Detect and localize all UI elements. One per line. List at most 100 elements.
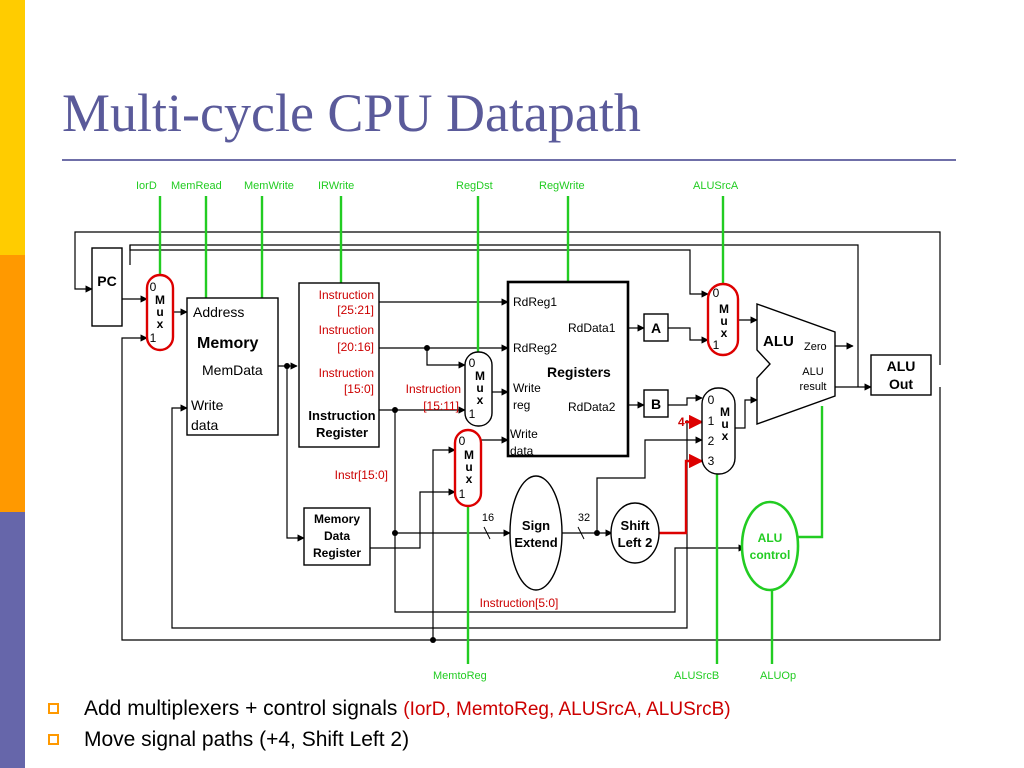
alusrcb-mux-body [701, 387, 736, 475]
register-a: A [643, 313, 669, 342]
aluout-box [870, 354, 932, 396]
aluout-register: ALU Out [870, 354, 932, 396]
register-b-box [643, 389, 669, 418]
alu-shape [756, 303, 836, 425]
writedata-port: Write [510, 427, 538, 441]
writereg-port: Write [513, 381, 541, 395]
memory-memdata-port: MemData [202, 362, 263, 378]
control-label-aluop: ALUOp [760, 670, 796, 682]
ir-title-line1: Instruction [308, 408, 375, 423]
shift-left-shape [610, 502, 660, 564]
instr-15-0-label: Instr[15:0] [335, 468, 388, 482]
side-bar-yellow [0, 0, 25, 255]
mux-letter: u [156, 305, 163, 319]
control-label-memtoreg: MemtoReg [433, 670, 487, 682]
side-bar-purple [0, 512, 25, 768]
mux-letter: u [465, 460, 472, 474]
mdr-line1: Memory [314, 512, 360, 526]
mux-letter: M [464, 448, 474, 462]
pc-box [91, 247, 123, 327]
rdreg2-port: RdReg2 [513, 341, 557, 355]
bus-width-ticks [483, 526, 585, 540]
bullet-text: Add multiplexers + control signals [84, 697, 404, 720]
ir-field-bits: [25:21] [337, 303, 374, 317]
register-a-label: A [651, 320, 661, 336]
wire-b-to-mem-writedata [171, 404, 688, 629]
memory-box [186, 297, 279, 436]
pc-register: PC [91, 247, 123, 327]
ir-title-line2: Register [316, 425, 368, 440]
register-file: RdReg1 RdData1 RdReg2 Registers Write re… [506, 280, 630, 458]
memory-unit: Address Memory MemData Write data [186, 297, 279, 436]
iord-mux-body [145, 273, 175, 352]
mux-letter: x [477, 393, 484, 407]
control-label-iord: IorD [136, 180, 157, 192]
ir-box [298, 282, 380, 448]
control-label-alusrca: ALUSrcA [693, 180, 739, 192]
alu-title: ALU [763, 333, 794, 350]
alu-control-line2: control [750, 548, 791, 562]
wire-ir-20-16-to-regdst-mux [426, 348, 466, 369]
registers-box [506, 280, 630, 458]
control-label-memread: MemRead [171, 180, 222, 192]
mux-input-label: 1 [459, 487, 466, 501]
bullet-list: Add multiplexers + control signals (IorD… [44, 694, 731, 755]
mux-input-label: 1 [713, 338, 720, 352]
wire-a-to-alusrca-mux [668, 327, 709, 344]
bus-width-out-label: 32 [578, 512, 590, 524]
square-bullet-icon [48, 734, 59, 745]
shift-left-line2: Left 2 [618, 535, 653, 550]
bullet-item: Add multiplexers + control signals (IorD… [44, 694, 731, 725]
junction-dot [424, 345, 430, 351]
wire-pc-to-alusrca-mux [129, 245, 709, 298]
wire-b-to-alusrcb-mux [668, 394, 703, 406]
register-a-box [643, 313, 669, 342]
junction-dot [392, 530, 398, 536]
bus-tick-32 [577, 526, 585, 540]
alu-control-shape [740, 500, 800, 592]
mux-input-label: 0 [150, 280, 157, 294]
junction-dot [594, 530, 600, 536]
datapath-wires [74, 231, 941, 641]
mux-input-label: 1 [150, 331, 157, 345]
sign-extend-line1: Sign [522, 518, 550, 533]
registers-title: Registers [547, 364, 611, 380]
ir-field-label: Instruction [319, 323, 374, 337]
wire-memdata-to-mdr [286, 366, 305, 542]
mux-letter: x [721, 326, 728, 340]
mux-letter: u [720, 314, 727, 328]
bullet-item: Move signal paths (+4, Shift Left 2) [44, 725, 731, 755]
highlight-paths [659, 414, 704, 535]
bullet-text: Move signal paths (+4, Shift Left 2) [84, 728, 410, 751]
mdr-box [303, 507, 371, 566]
aluout-line2: Out [889, 376, 913, 392]
mdr-line3: Register [313, 546, 361, 560]
control-label-irwrite: IRWrite [318, 180, 354, 192]
mux-input-label: 0 [708, 393, 715, 407]
wire-alu-result-to-pc-loop [129, 244, 859, 387]
control-lines [158, 196, 824, 664]
mux-input-label: 0 [713, 286, 720, 300]
control-label-alusrcb: ALUSrcB [674, 670, 719, 682]
sign-extend-unit: Sign Extend 16 32 [482, 475, 590, 591]
bullet-highlight: (IorD, MemtoReg, ALUSrcA, ALUSrcB) [403, 699, 731, 720]
memory-address-port: Address [193, 304, 244, 320]
instr-5-0-label: Instruction[5:0] [480, 596, 559, 610]
mux-input-label: 0 [459, 434, 466, 448]
mux-letter: x [722, 429, 729, 443]
aluout-line1: ALU [887, 358, 916, 374]
control-line-alu-control-to-alu [797, 406, 824, 539]
alu-control-unit: ALU control [740, 500, 800, 592]
instr-15-11-label: Instruction [15:11] [406, 382, 461, 413]
writereg-port: reg [513, 398, 530, 412]
side-bar-orange [0, 255, 25, 512]
alu-result-port: ALU [802, 366, 823, 378]
writedata-port: data [510, 444, 534, 458]
wire-alusrcb-mux-to-alu [735, 396, 758, 429]
sign-extend-line2: Extend [514, 535, 557, 550]
alusrca-mux: 0 M u x 1 [706, 282, 740, 357]
memtoreg-mux-body [453, 428, 483, 508]
junction-dot [284, 363, 290, 369]
junction-dot [430, 637, 436, 643]
